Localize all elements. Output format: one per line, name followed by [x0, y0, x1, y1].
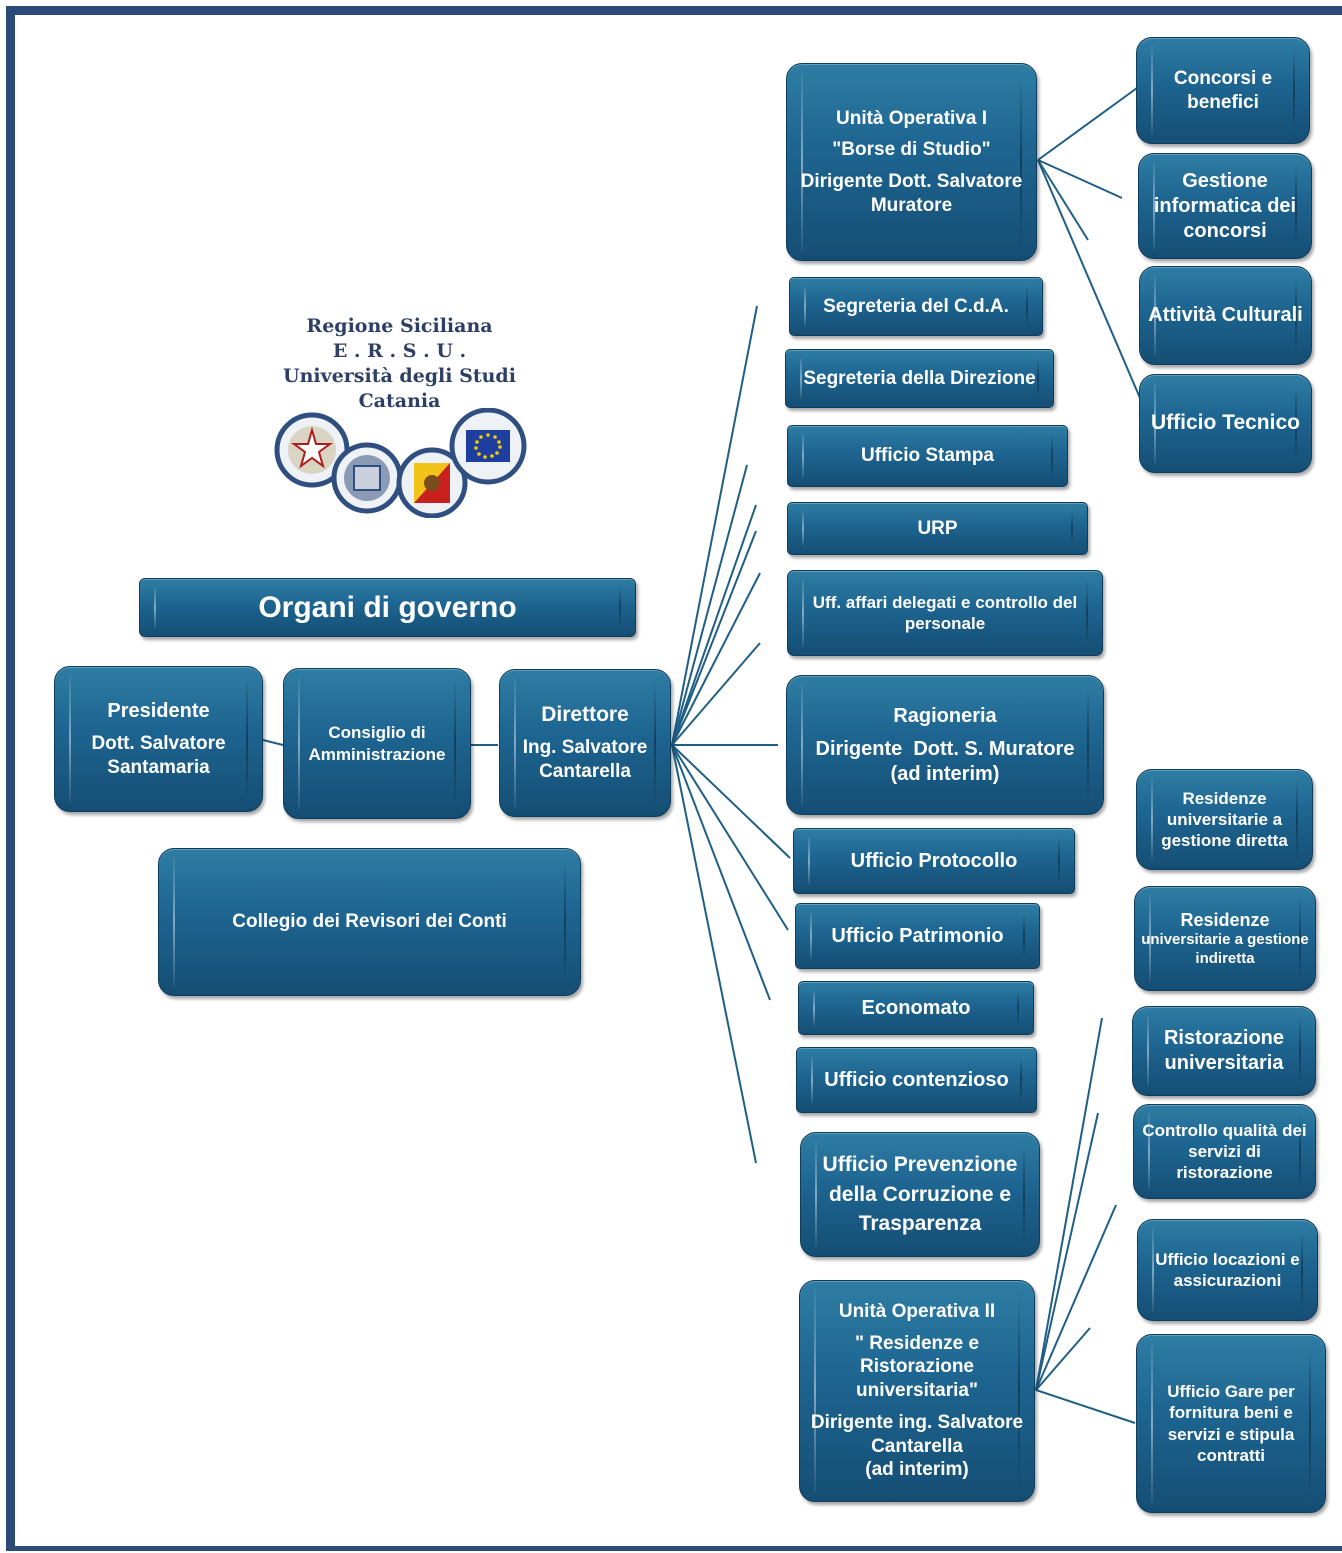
- office-label: Ufficio Patrimonio: [831, 924, 1004, 947]
- consiglio-box: Consiglio di Amministrazione: [283, 668, 471, 819]
- office-contenzioso: Ufficio contenzioso: [796, 1047, 1037, 1113]
- office-label: Economato: [861, 996, 971, 1019]
- governance-title: Organi di governo: [139, 578, 636, 637]
- logo-line: Università degli Studi: [283, 365, 516, 387]
- office-segreteria-direzione: Segreteria della Direzione: [785, 349, 1054, 408]
- office-label: Ufficio Protocollo: [850, 849, 1018, 872]
- unit-label: Ristorazione universitaria: [1163, 1027, 1285, 1074]
- office-economato: Economato: [798, 981, 1034, 1035]
- logo-text: Regione Siciliana E . R . S . U . Univer…: [262, 314, 537, 414]
- direttore-name: Ing. Salvatore Cantarella: [522, 737, 648, 783]
- office-affari-delegati: Uff. affari delegati e controllo del per…: [787, 570, 1103, 656]
- logo-seals-icon: [274, 408, 527, 518]
- office-ufficio-stampa: Ufficio Stampa: [787, 425, 1068, 487]
- collegio-text: Collegio dei Revisori dei Conti: [232, 911, 507, 933]
- uo1-unit-gestione-informatica: Gestione informatica dei concorsi: [1138, 153, 1312, 259]
- unit-label: Residenze universitarie a gestione diret…: [1161, 788, 1288, 851]
- uo2-unit-ristorazione: Ristorazione universitaria: [1132, 1006, 1316, 1096]
- office-protocollo: Ufficio Protocollo: [793, 828, 1075, 894]
- uo2-unit-controllo-qualita: Controllo qualità dei servizi di ristora…: [1133, 1104, 1316, 1199]
- uo2-unit-residenze-indiretta: Residenze universitarie a gestione indir…: [1134, 886, 1316, 991]
- office-patrimonio: Ufficio Patrimonio: [795, 903, 1040, 969]
- logo-line: Catania: [358, 390, 441, 412]
- direttore-role: Direttore: [541, 703, 629, 727]
- uo1-unit-concorsi: Concorsi e benefici: [1136, 37, 1310, 144]
- office-label: Segreteria della Direzione: [803, 367, 1036, 389]
- office-urp: URP: [787, 502, 1088, 555]
- unit-label: Controllo qualità dei servizi di ristora…: [1142, 1120, 1307, 1183]
- office-label: Ufficio contenzioso: [824, 1068, 1009, 1091]
- uo2-note: (ad interim): [865, 1459, 969, 1481]
- uo2-unit-gare: Ufficio Gare per fornitura beni e serviz…: [1136, 1334, 1326, 1513]
- unit-label: Residenze: [1180, 909, 1270, 930]
- uo1-box: Unità Operativa I "Borse di Studio" Diri…: [786, 63, 1037, 261]
- ersu-logo: Regione Siciliana E . R . S . U . Univer…: [262, 308, 537, 518]
- unit-label: Ufficio locazioni e assicurazioni: [1155, 1249, 1300, 1290]
- office-ragioneria: Ragioneria Dirigente Dott. S. Muratore (…: [786, 675, 1104, 815]
- office-prevenzione-corruzione: Ufficio Prevenzione della Corruzione e T…: [800, 1132, 1040, 1257]
- logo-line: Regione Siciliana: [306, 315, 493, 337]
- unit-label: universitarie a gestione indiretta: [1141, 931, 1309, 967]
- office-label: Ufficio Stampa: [860, 445, 995, 467]
- logo-line: E . R . S . U .: [332, 340, 467, 362]
- presidente-role: Presidente: [107, 699, 210, 722]
- uo1-title: Unità Operativa I: [836, 107, 987, 129]
- uo2-subtitle: " Residenze e Ristorazione universitaria…: [854, 1332, 980, 1402]
- ragioneria-title: Ragioneria: [893, 704, 997, 727]
- office-label: Segreteria del C.d.A.: [823, 295, 1009, 317]
- office-label: Uff. affari delegati e controllo del per…: [812, 592, 1078, 633]
- presidente-box: Presidente Dott. Salvatore Santamaria: [54, 666, 263, 812]
- office-label: URP: [917, 517, 958, 539]
- office-segreteria-cda: Segreteria del C.d.A.: [789, 277, 1043, 336]
- page-frame: [6, 6, 1342, 1551]
- consiglio-text: Consiglio di Amministrazione: [308, 723, 446, 764]
- uo2-unit-locazioni: Ufficio locazioni e assicurazioni: [1137, 1219, 1318, 1321]
- unit-label: Ufficio Gare per fornitura beni e serviz…: [1167, 1382, 1295, 1465]
- governance-title-text: Organi di governo: [258, 590, 517, 624]
- unit-label: Gestione informatica dei concorsi: [1153, 169, 1297, 242]
- unit-label: Attività Culturali: [1148, 304, 1303, 326]
- uo2-title: Unità Operativa II: [838, 1300, 996, 1322]
- uo1-unit-attivita-culturali: Attività Culturali: [1139, 266, 1312, 365]
- ragioneria-note: (ad interim): [890, 762, 1000, 785]
- unit-label: Concorsi e benefici: [1173, 67, 1273, 113]
- collegio-box: Collegio dei Revisori dei Conti: [158, 848, 581, 996]
- direttore-box: Direttore Ing. Salvatore Cantarella: [499, 669, 671, 817]
- uo2-unit-residenze-diretta: Residenze universitarie a gestione diret…: [1136, 769, 1313, 870]
- uo2-box: Unità Operativa II " Residenze e Ristora…: [799, 1280, 1035, 1502]
- uo1-dirigente: Dirigente Dott. Salvatore Muratore: [800, 171, 1023, 216]
- uo1-subtitle: "Borse di Studio": [832, 139, 991, 161]
- uo2-dirigente: Dirigente ing. Salvatore Cantarella: [810, 1411, 1024, 1457]
- uo1-unit-ufficio-tecnico: Ufficio Tecnico: [1139, 374, 1312, 473]
- office-label: Ufficio Prevenzione della Corruzione e T…: [822, 1153, 1018, 1236]
- ragioneria-dirigente: Dirigente Dott. S. Muratore: [815, 737, 1075, 760]
- unit-label: Ufficio Tecnico: [1151, 411, 1300, 435]
- presidente-name: Dott. Salvatore Santamaria: [91, 732, 226, 778]
